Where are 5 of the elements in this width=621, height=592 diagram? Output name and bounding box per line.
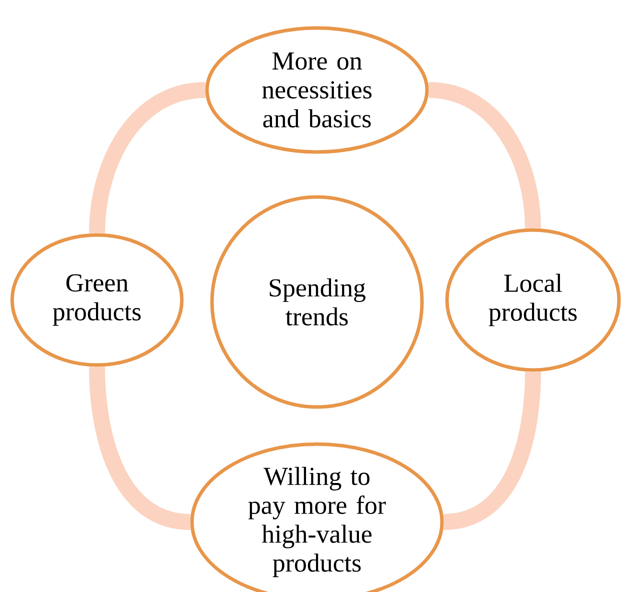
ellipse-node: Local products bbox=[445, 228, 621, 372]
ellipse-node: Green products bbox=[10, 233, 184, 367]
ellipse-node: More on necessities and basics bbox=[205, 26, 429, 154]
ring-arc bbox=[89, 82, 206, 234]
ring-arc bbox=[428, 82, 541, 229]
